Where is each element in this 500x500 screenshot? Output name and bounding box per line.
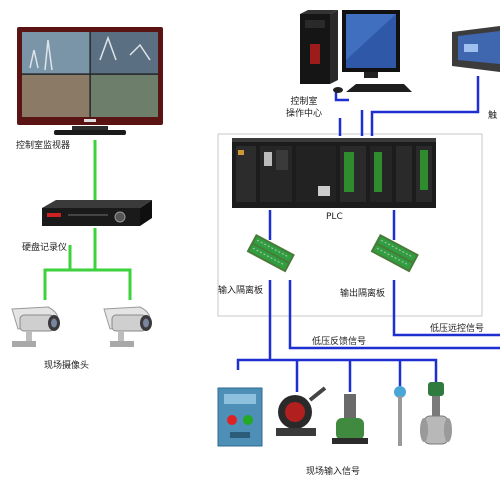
control-box-icon: [217, 387, 263, 447]
sensor-icon: [332, 394, 368, 444]
monitor-icon: [17, 27, 163, 135]
video-links: [43, 140, 132, 300]
lv-remote-label: 低压远控信号: [430, 324, 485, 334]
monitor-label: 控制室监视器: [16, 141, 71, 151]
pc-tower-icon: [300, 10, 412, 93]
dvr-icon: [42, 200, 152, 226]
camera-icon: [11, 306, 152, 347]
output-isolation-label: 输出隔离板: [340, 289, 386, 299]
control-links: [236, 76, 500, 392]
lv-feedback-label: 低压反馈信号: [312, 337, 367, 347]
isolation-board-icon: [246, 234, 419, 273]
plc-label: PLC: [326, 212, 343, 222]
motor-icon: [276, 386, 327, 436]
plc-rack-icon: [232, 138, 436, 208]
control-room-label: 控制室 操作中心: [286, 96, 322, 120]
flowmeter-icon: [420, 382, 452, 445]
input-isolation-label: 输入隔离板: [218, 286, 264, 296]
dvr-label: 硬盘记录仪: [22, 243, 68, 253]
field-input-label: 现场输入信号: [306, 467, 361, 477]
cameras-label: 现场摄像头: [44, 361, 90, 371]
control-room-line-1: 控制室: [290, 97, 318, 107]
temperature-sensor-icon: [394, 386, 406, 446]
control-room-line-2: 操作中心: [285, 109, 323, 119]
touch-panel-label: 触: [488, 111, 498, 121]
touch-panel-icon: [452, 26, 500, 72]
